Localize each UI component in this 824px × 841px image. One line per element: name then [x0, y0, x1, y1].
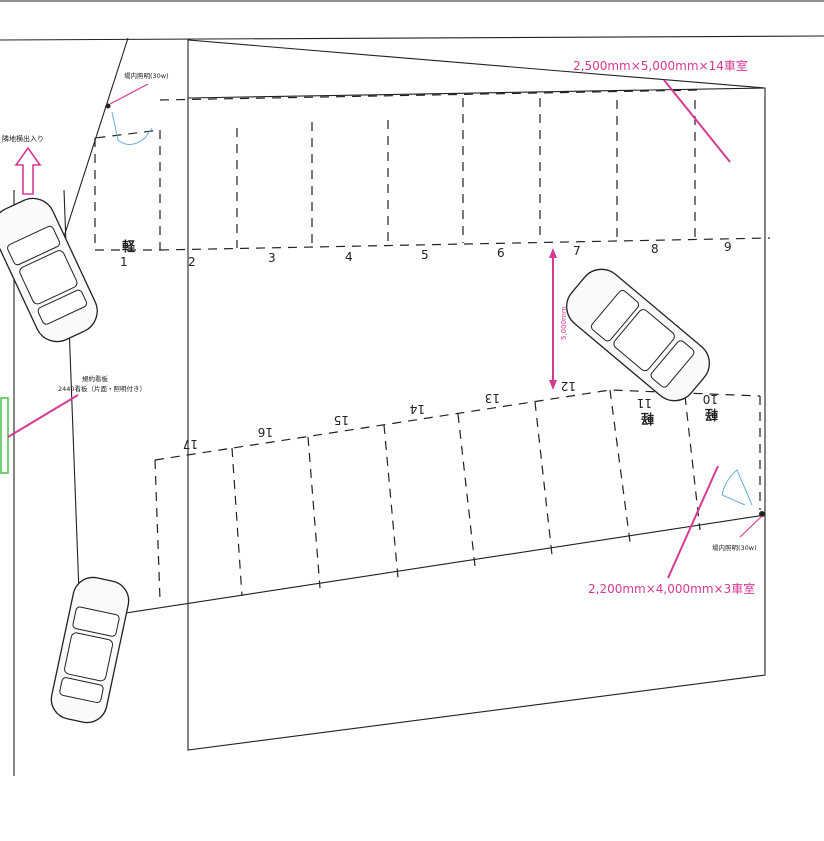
light-top-icon	[105, 103, 111, 109]
stall-9-number: 9	[724, 240, 732, 254]
car-aisle-rear-window	[650, 340, 695, 388]
stall-divider-11	[457, 413, 476, 567]
aisle-arrow-bottom-icon	[549, 380, 557, 390]
top-row-back-line	[159, 89, 701, 101]
stall-10-number: 10	[703, 392, 718, 406]
stall-1-kei-label: 軽	[122, 239, 136, 255]
car-left-lower-rear-window	[59, 677, 104, 704]
top-row-front-line	[159, 237, 771, 251]
stall-4-number: 4	[345, 250, 353, 264]
stall-6-number: 6	[497, 246, 505, 260]
light-bottom-cone	[721, 469, 753, 506]
stall-1-outline	[94, 129, 161, 251]
lot-front-edge	[79, 514, 766, 621]
stall-17-number: 17	[183, 437, 198, 451]
lot-top-edge	[187, 87, 766, 99]
light-bottom-leader	[739, 515, 763, 538]
car-left-upper-windshield	[7, 225, 61, 266]
stall-12-number: 12	[561, 379, 576, 393]
light-bottom-icon	[759, 511, 765, 517]
stall-14-number: 14	[410, 402, 425, 416]
entrance-arrow-icon	[14, 146, 42, 195]
large-stall-leader	[663, 79, 731, 163]
car-left-lower-roof	[64, 632, 114, 682]
stall-divider-14	[684, 395, 701, 531]
car-left-lower	[50, 576, 130, 724]
stall-divider-8	[231, 447, 243, 597]
stall-divider-12	[534, 401, 553, 556]
aisle-dimension: 5,000mm	[549, 248, 568, 390]
top-row-labels: 軽 1 2 3 4 5 6 7 8 9	[120, 239, 732, 269]
small-stall-spec: 2,200mm×4,000mm×3車室	[588, 581, 755, 596]
aisle-dimension-label: 5,000mm	[560, 306, 568, 340]
stall-11-kei-label: 軽	[640, 410, 654, 426]
car-aisle	[566, 268, 710, 402]
stall-1-number: 1	[120, 255, 128, 269]
sign-leader	[7, 394, 79, 438]
stall-15-number: 15	[334, 413, 349, 427]
car-left-upper	[0, 197, 98, 343]
stall-8-number: 8	[651, 242, 659, 256]
large-stall-annotation: 2,500mm×5,000mm×14車室	[573, 58, 748, 163]
car-left-upper-roof	[19, 250, 78, 305]
stall-11-number: 11	[637, 396, 652, 410]
bottom-row-left-edge	[154, 459, 161, 601]
stall-5-number: 5	[421, 248, 429, 262]
stall-3-number: 3	[268, 251, 276, 265]
car-left-upper-rear-window	[37, 289, 88, 325]
light-bottom-note: 場内照明(30w)	[712, 543, 757, 552]
stall-2-number: 2	[188, 255, 196, 269]
sign-annotation: 規約看板 2440看板（片面・照明付き）	[0, 374, 146, 474]
sign-note-line1: 規約看板	[82, 374, 109, 383]
sign-note-line2: 2440看板（片面・照明付き）	[58, 384, 146, 393]
car-left-lower-windshield	[72, 606, 120, 637]
stall-10-kei-label: 軽	[704, 406, 718, 422]
light-top-cone	[111, 111, 153, 145]
stall-13-number: 13	[485, 391, 500, 405]
entrance-note: 隣地横出入り	[2, 134, 44, 143]
car-aisle-roof	[613, 309, 675, 372]
small-stall-leader	[667, 465, 719, 579]
light-bottom: 場内照明(30w)	[712, 469, 765, 552]
lot-outline	[187, 39, 766, 751]
sign-board	[0, 397, 9, 474]
stall-divider-9	[307, 436, 321, 589]
large-stall-spec: 2,500mm×5,000mm×14車室	[573, 58, 748, 73]
bottom-row-labels: 10 軽 11 軽 12 13 14 15 16 17	[183, 379, 718, 451]
entrance-indicator: 隣地横出入り	[2, 134, 44, 195]
aisle-arrow-top-icon	[549, 248, 557, 258]
stall-divider-10	[383, 424, 399, 579]
small-stall-annotation: 2,200mm×4,000mm×3車室	[588, 465, 755, 596]
car-aisle-windshield	[590, 289, 640, 342]
bottom-row-back-line	[154, 389, 761, 461]
stall-7-number: 7	[573, 244, 581, 258]
light-top-note: 場内照明(30w)	[124, 71, 169, 80]
stall-16-number: 16	[258, 425, 273, 439]
site-top-line	[0, 35, 824, 41]
light-top: 場内照明(30w)	[105, 71, 169, 145]
light-top-leader	[109, 83, 149, 105]
stall-divider-13	[609, 389, 631, 543]
